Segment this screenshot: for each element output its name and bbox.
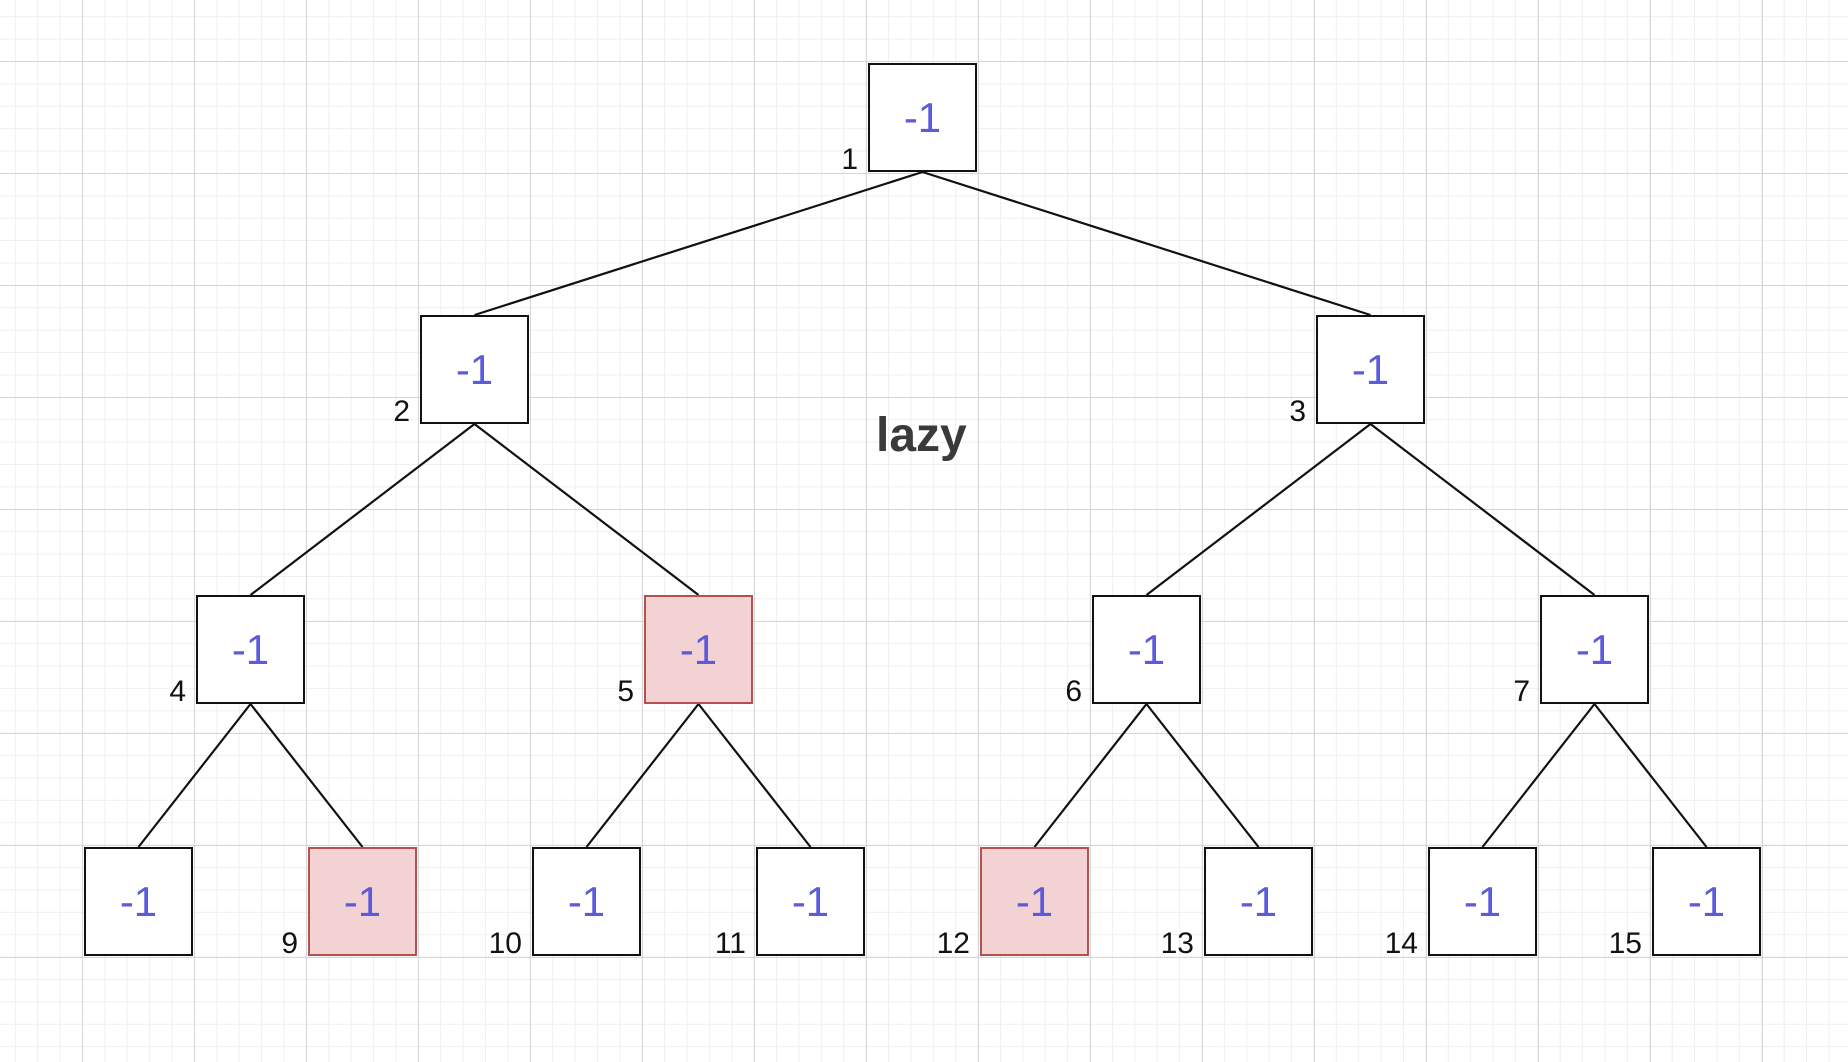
node-index-label: 4 <box>169 675 186 708</box>
tree-node-3: -1 <box>1316 315 1425 424</box>
node-index-label: 6 <box>1065 675 1082 708</box>
tree-node-2: -1 <box>420 315 529 424</box>
tree-node-4: -1 <box>196 595 305 704</box>
node-value: -1 <box>455 345 494 393</box>
tree-node-1: -1 <box>868 63 977 172</box>
node-index-label: 1 <box>841 143 858 176</box>
node-index-label: 7 <box>1513 675 1530 708</box>
tree-node-6: -1 <box>1092 595 1201 704</box>
edge-1-3 <box>922 170 1371 317</box>
edge-7-15 <box>1593 703 1708 848</box>
node-value: -1 <box>679 625 718 673</box>
node-index-label: 12 <box>936 927 970 960</box>
node-index-label: 15 <box>1608 927 1642 960</box>
node-value: -1 <box>1463 877 1502 925</box>
edge-4-8 <box>137 703 252 848</box>
tree-node-9: -1 <box>308 847 417 956</box>
node-value: -1 <box>231 625 270 673</box>
edge-1-2 <box>474 170 923 317</box>
tree-node-5: -1 <box>644 595 753 704</box>
edge-2-4 <box>249 423 476 596</box>
tree-node-13: -1 <box>1204 847 1313 956</box>
edge-5-11 <box>697 703 812 848</box>
edge-3-6 <box>1145 423 1372 596</box>
node-index-label: 2 <box>393 395 410 428</box>
node-index-label: 13 <box>1160 927 1194 960</box>
node-value: -1 <box>1575 625 1614 673</box>
node-index-label: 11 <box>714 927 746 960</box>
node-index-label: 14 <box>1384 927 1418 960</box>
node-value: -1 <box>1239 877 1278 925</box>
tree-node-11: -1 <box>756 847 865 956</box>
node-value: -1 <box>791 877 830 925</box>
tree-node-15: -1 <box>1652 847 1761 956</box>
edge-2-5 <box>473 423 700 596</box>
node-value: -1 <box>567 877 606 925</box>
tree-node-10: -1 <box>532 847 641 956</box>
node-value: -1 <box>1351 345 1390 393</box>
edge-6-12 <box>1033 703 1148 848</box>
edge-5-10 <box>585 703 700 848</box>
tree-node-7: -1 <box>1540 595 1649 704</box>
node-index-label: 10 <box>488 927 522 960</box>
node-index-label: 9 <box>281 927 298 960</box>
edge-3-7 <box>1369 423 1596 596</box>
node-value: -1 <box>1015 877 1054 925</box>
node-index-label: 5 <box>617 675 634 708</box>
edge-6-13 <box>1145 703 1260 848</box>
tree-node-8: -1 <box>84 847 193 956</box>
node-value: -1 <box>903 93 942 141</box>
node-value: -1 <box>119 877 158 925</box>
node-value: -1 <box>343 877 382 925</box>
node-value: -1 <box>1687 877 1726 925</box>
edge-7-14 <box>1481 703 1596 848</box>
lazy-label: lazy <box>876 409 967 462</box>
tree-node-14: -1 <box>1428 847 1537 956</box>
tree-node-12: -1 <box>980 847 1089 956</box>
edge-4-9 <box>249 703 364 848</box>
node-index-label: 3 <box>1289 395 1306 428</box>
node-value: -1 <box>1127 625 1166 673</box>
